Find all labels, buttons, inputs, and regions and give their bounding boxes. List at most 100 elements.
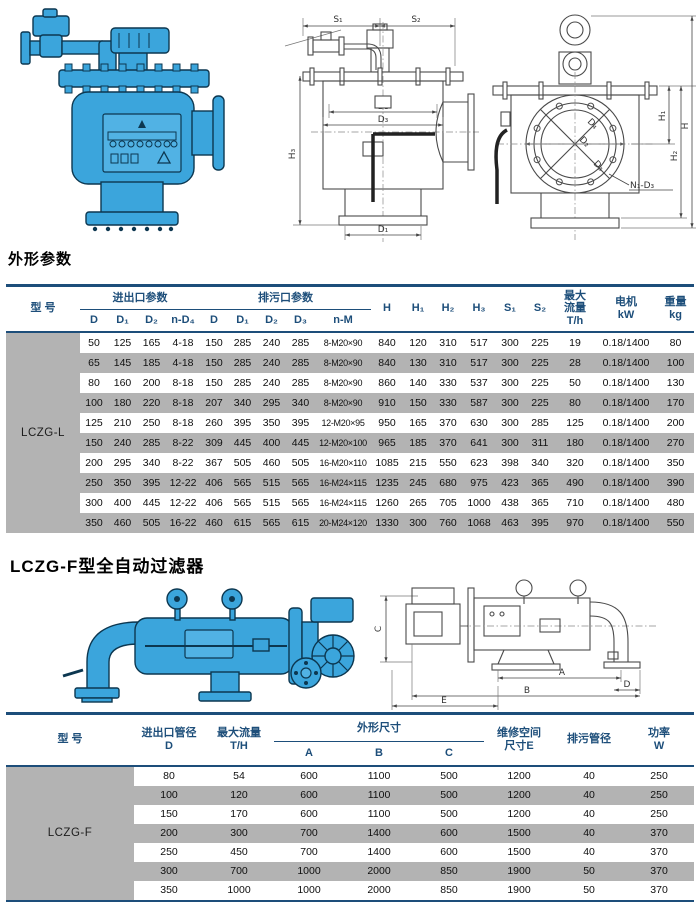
table-cell: 225 (525, 352, 555, 373)
col-header-C: C (414, 741, 485, 767)
col-header-weight: 重量 kg (657, 285, 694, 333)
table-cell: 50 (80, 331, 108, 353)
dim-label-h3: H₃ (288, 148, 298, 159)
table-cell: 300 (495, 432, 525, 453)
dim-label-d4: D₄ (585, 117, 600, 132)
table-cell: 40 (554, 804, 625, 824)
table-cell: 438 (495, 492, 525, 513)
bolt-holes (533, 102, 617, 186)
table-cell: 950 (371, 412, 403, 433)
table-cell: 1400 (344, 823, 414, 843)
table-cell: 260 (200, 412, 228, 433)
table-cell: 615 (228, 512, 257, 533)
col-header-inlet-D1: D₁ (108, 309, 137, 333)
support-foot (491, 663, 561, 671)
table-cell: 850 (414, 880, 485, 901)
dim-label-c: C (374, 626, 384, 632)
motor (311, 634, 355, 678)
table-cell: 445 (137, 492, 166, 513)
table-cell: 300 (495, 372, 525, 393)
col-header-power: 功率 W (624, 713, 695, 767)
table-cell: 8-M20×90 (315, 352, 371, 373)
table-cell: 8-M20×90 (315, 372, 371, 393)
table-cell: 565 (286, 472, 315, 493)
table-cell: 250 (137, 412, 166, 433)
model-cell: LCZG-L (6, 331, 80, 533)
table-cell: 240 (257, 331, 286, 353)
drive-unit (310, 597, 354, 623)
table-cell: 200 (134, 823, 204, 843)
table-cell: 505 (137, 512, 166, 533)
table-cell: 330 (433, 372, 463, 393)
table-cell: 215 (403, 452, 433, 473)
table-cell: 145 (108, 352, 137, 373)
table-cell: 350 (134, 880, 204, 901)
table-cell: 840 (371, 352, 403, 373)
table-cell: 1000 (274, 880, 344, 901)
dim-label-d: D (624, 680, 631, 690)
table-cell: 550 (657, 512, 694, 533)
table-cell: 311 (525, 432, 555, 453)
table-cell: 565 (228, 472, 257, 493)
table-cell: 300 (134, 861, 204, 881)
table-cell: 370 (624, 842, 695, 862)
table-cell: 370 (624, 861, 695, 881)
table-cell: 565 (257, 512, 286, 533)
table-cell: 310 (433, 352, 463, 373)
table-cell: 160 (108, 372, 137, 393)
table-cell: 370 (433, 412, 463, 433)
table-cell: 120 (403, 331, 433, 353)
table-cell: 300 (204, 823, 274, 843)
dim-label-h2: H₂ (670, 150, 680, 161)
table-cell: 406 (200, 472, 228, 493)
table-cell: 395 (525, 512, 555, 533)
table-cell: 8-22 (166, 452, 200, 473)
table-cell: 285 (228, 331, 257, 353)
col-header-A: A (274, 741, 344, 767)
table-cell: 185 (137, 352, 166, 373)
table-cell: 400 (257, 432, 286, 453)
table-cell: 170 (657, 392, 694, 413)
table-cell: 0.18/1400 (595, 352, 657, 373)
table-cell: 185 (403, 432, 433, 453)
elbow-flange (603, 661, 641, 669)
table-cell: 16-M20×110 (315, 452, 371, 473)
lczg-l-product-illustration (20, 8, 225, 232)
bottom-bolts (92, 226, 174, 232)
table-cell: 150 (200, 352, 228, 373)
table-cell: 975 (463, 472, 495, 493)
table-cell: 300 (495, 412, 525, 433)
table-cell: 0.18/1400 (595, 412, 657, 433)
table-cell: 80 (80, 372, 108, 393)
col-header-H: H (371, 285, 403, 333)
table-cell: 80 (134, 765, 204, 786)
table-cell: 16-M24×115 (315, 492, 371, 513)
table-cell: 200 (137, 372, 166, 393)
table-cell: 150 (134, 804, 204, 824)
table-cell: 760 (433, 512, 463, 533)
table-cell: 8-M20×90 (315, 331, 371, 353)
table-cell: 840 (371, 331, 403, 353)
dim-label-h1: H₁ (658, 110, 668, 121)
table-cell: 700 (204, 861, 274, 881)
table-cell: 515 (257, 472, 286, 493)
table-cell: 8-18 (166, 372, 200, 393)
table-cell: 12-M20×100 (315, 432, 371, 453)
table-cell: 50 (554, 861, 625, 881)
table-cell: 423 (495, 472, 525, 493)
table-cell: 370 (624, 823, 695, 843)
table-cell: 240 (257, 352, 286, 373)
table-cell: 295 (257, 392, 286, 413)
table-cell: 2000 (344, 861, 414, 881)
table-cell: 0.18/1400 (595, 472, 657, 493)
table-cell: 4-18 (166, 352, 200, 373)
dim-label-s1: S₁ (333, 15, 343, 25)
table-cell: 367 (200, 452, 228, 473)
table-cell: 965 (371, 432, 403, 453)
